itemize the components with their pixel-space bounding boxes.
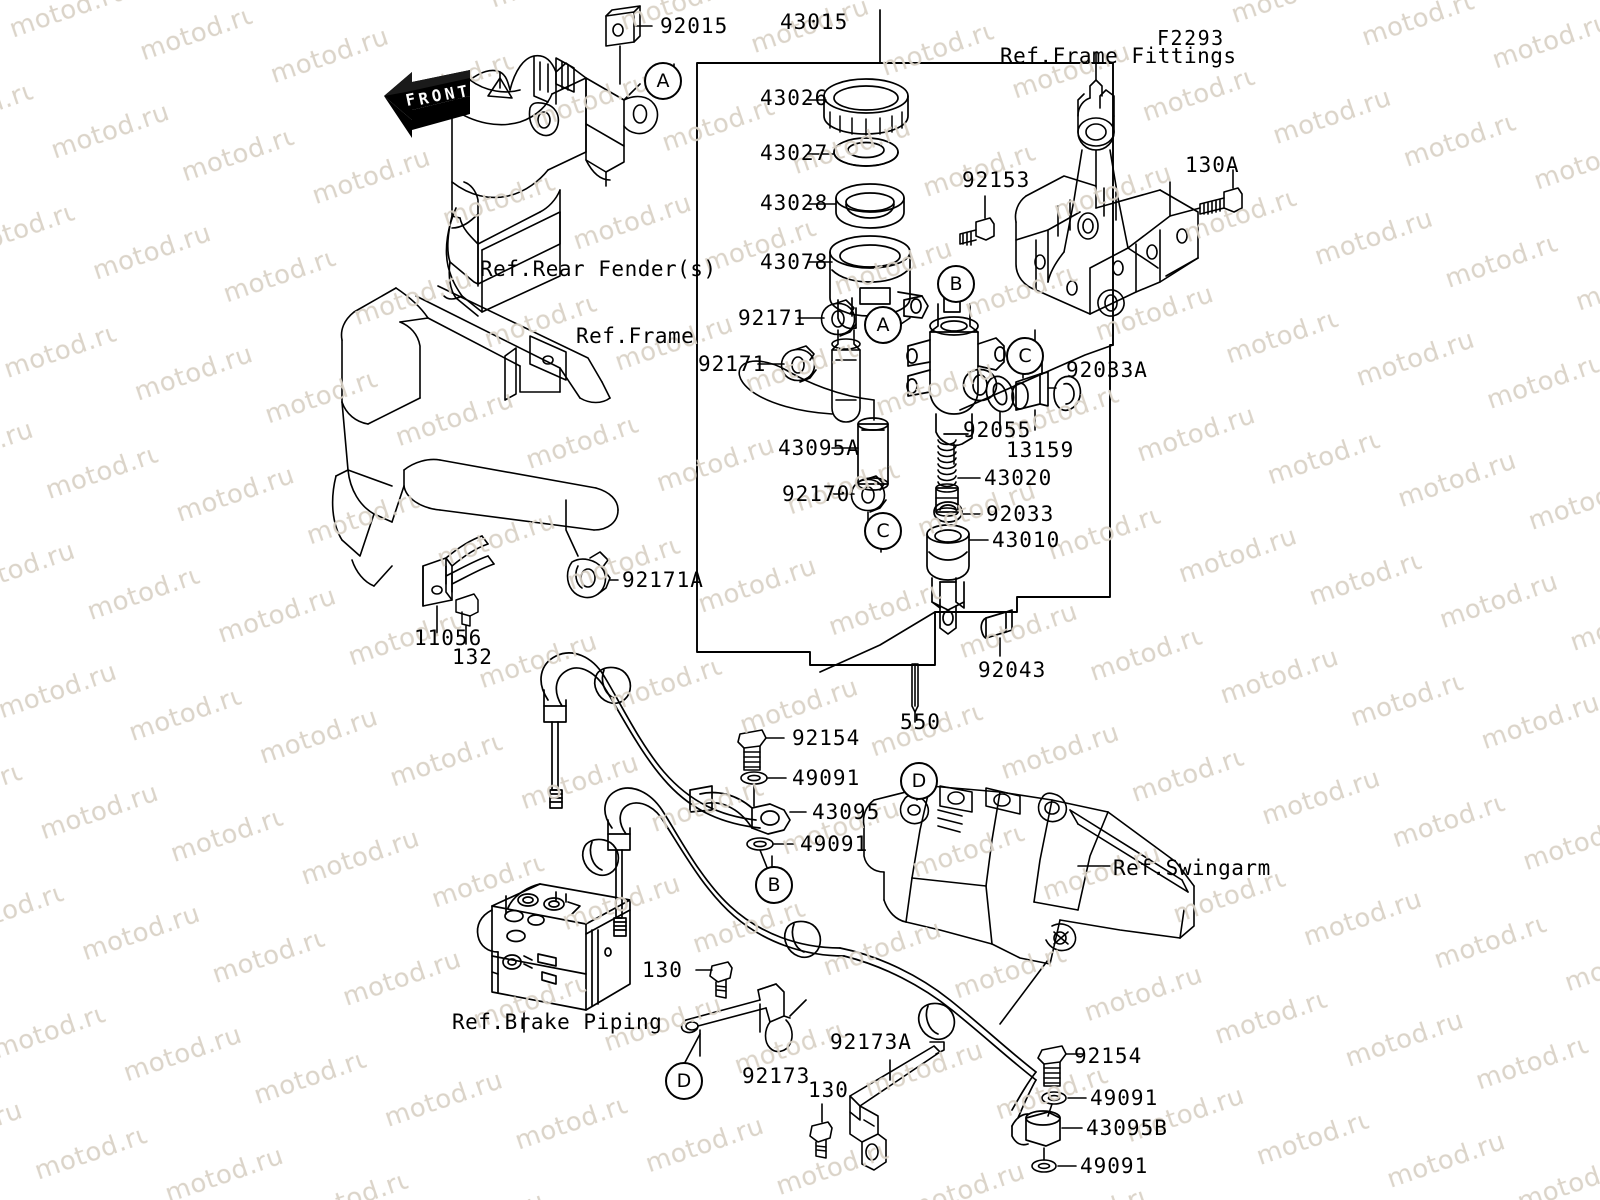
part-label-92171-lower: 92171 bbox=[698, 352, 767, 376]
ref-frame-fittings-label: Ref.Frame Fittings bbox=[1000, 44, 1237, 68]
part-label-92173A: 92173A bbox=[830, 1030, 912, 1054]
part-label-49091-b: 49091 bbox=[800, 832, 869, 856]
callout-balloon-a-top: A bbox=[644, 62, 682, 100]
part-label-49091-c: 49091 bbox=[1090, 1086, 1159, 1110]
part-label-92173: 92173 bbox=[742, 1064, 811, 1088]
part-label-49091-a: 49091 bbox=[792, 766, 861, 790]
part-label-92170: 92170 bbox=[782, 482, 851, 506]
part-label-92043: 92043 bbox=[978, 658, 1047, 682]
part-label-43095B: 43095B bbox=[1086, 1116, 1168, 1140]
part-label-92015: 92015 bbox=[660, 14, 729, 38]
part-label-43010: 43010 bbox=[992, 528, 1061, 552]
callout-balloon-b-low: B bbox=[755, 866, 793, 904]
part-label-92154-upper: 92154 bbox=[792, 726, 861, 750]
part-label-43020: 43020 bbox=[984, 466, 1053, 490]
ref-frame-label: Ref.Frame bbox=[576, 324, 695, 348]
callout-balloon-d-right: D bbox=[900, 762, 938, 800]
part-label-43078: 43078 bbox=[760, 250, 829, 274]
part-label-132: 132 bbox=[452, 645, 493, 669]
callout-balloon-c-mid: C bbox=[864, 512, 902, 550]
ref-brake-piping-label: Ref.Brake Piping bbox=[452, 1010, 663, 1034]
callout-balloon-b-top: B bbox=[937, 265, 975, 303]
part-label-43015: 43015 bbox=[780, 10, 849, 34]
callout-balloon-a-mid: A bbox=[864, 306, 902, 344]
part-label-550: 550 bbox=[900, 710, 941, 734]
part-label-43095: 43095 bbox=[812, 800, 881, 824]
part-label-92154-lower: 92154 bbox=[1074, 1044, 1143, 1068]
part-label-43026: 43026 bbox=[760, 86, 829, 110]
part-label-130-upper: 130 bbox=[642, 958, 683, 982]
part-label-43027: 43027 bbox=[760, 141, 829, 165]
callout-balloon-c-top: C bbox=[1006, 337, 1044, 375]
part-label-92033A: 92033A bbox=[1066, 358, 1148, 382]
part-label-92171A: 92171A bbox=[622, 568, 704, 592]
part-label-92171-upper: 92171 bbox=[738, 306, 807, 330]
callout-balloon-d-low: D bbox=[665, 1062, 703, 1100]
front-direction-arrow: F R O N T bbox=[374, 58, 479, 148]
part-label-43028: 43028 bbox=[760, 191, 829, 215]
part-label-92033: 92033 bbox=[986, 502, 1055, 526]
part-label-13159: 13159 bbox=[1006, 438, 1075, 462]
ref-swingarm-label: Ref.Swingarm bbox=[1113, 856, 1271, 880]
part-label-43095A: 43095A bbox=[778, 436, 860, 460]
part-label-130A: 130A bbox=[1185, 153, 1240, 177]
part-label-49091-d: 49091 bbox=[1080, 1154, 1149, 1178]
part-label-92153: 92153 bbox=[962, 168, 1031, 192]
ref-rear-fender-label: Ref.Rear Fender(s) bbox=[480, 257, 717, 281]
part-label-130-lower: 130 bbox=[808, 1078, 849, 1102]
